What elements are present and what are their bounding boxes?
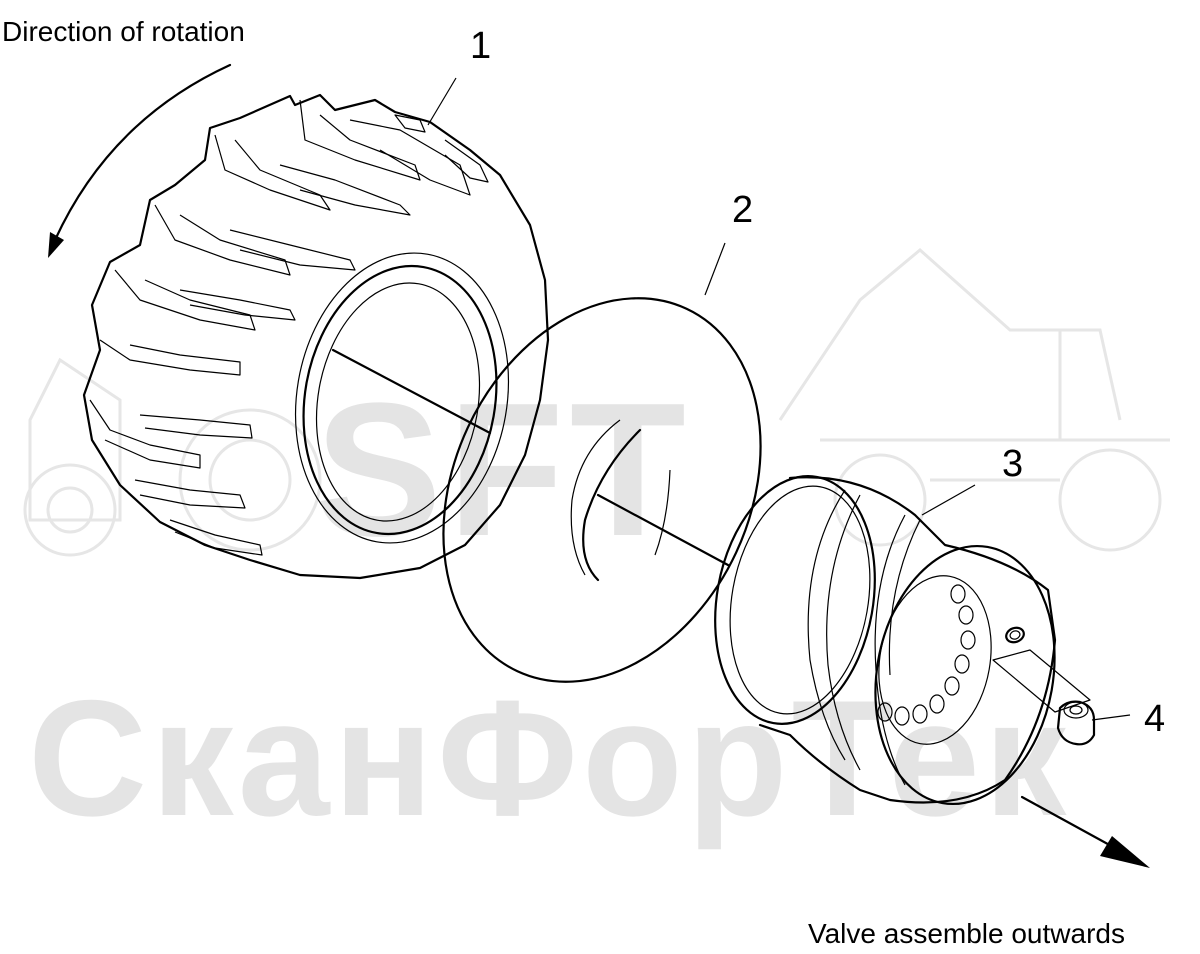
watermark-company: СканФорТек [28, 666, 1071, 850]
rim-flap [442, 297, 762, 683]
assembly-axis [331, 348, 730, 567]
curved-arrow-icon [48, 63, 232, 258]
rim-bolt-holes [877, 584, 976, 726]
direction-of-rotation-label: Direction of rotation [2, 16, 245, 47]
watermark [23, 248, 1170, 557]
valve-assemble-label: Valve assemble outwards [808, 918, 1125, 949]
valve-part [992, 649, 1096, 746]
callout-2: 2 [732, 189, 753, 231]
callout-3: 3 [1002, 443, 1023, 485]
callout-1: 1 [470, 25, 491, 67]
watermark-excavator-right [778, 248, 1170, 552]
leader-lines [427, 77, 1131, 721]
watermark-logo: SFT [315, 364, 692, 576]
tread-lugs [89, 99, 489, 556]
tyre [82, 93, 550, 580]
straight-arrow-icon [1020, 795, 1150, 868]
callout-4: 4 [1144, 698, 1165, 740]
watermark-tractor-left [23, 357, 322, 557]
wheel-rim [714, 475, 1057, 806]
